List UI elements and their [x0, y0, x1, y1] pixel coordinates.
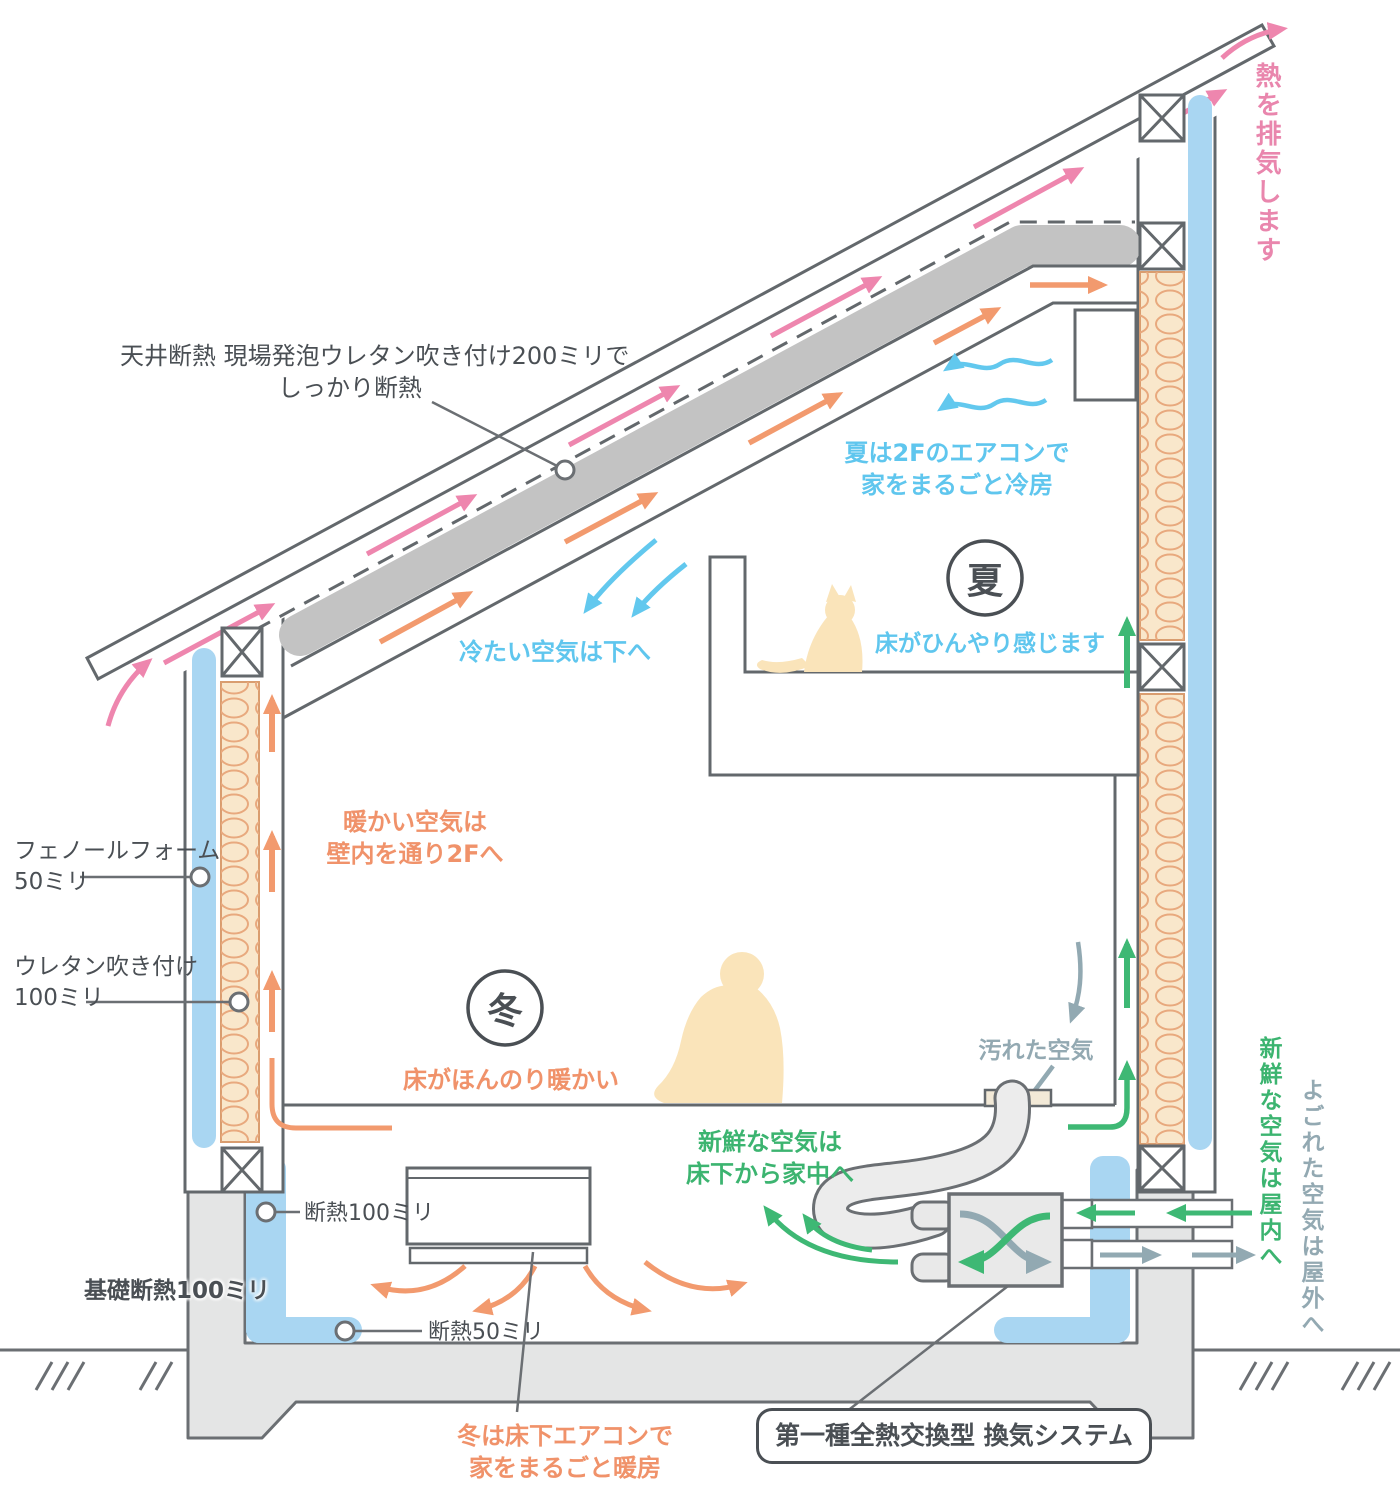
flex-duct [812, 1079, 1032, 1250]
ceiling-insulation-note: 天井断熱 現場発泡ウレタン吹き付け200ミリで しっかり断熱 [120, 342, 630, 403]
wall-pipes [1076, 1198, 1256, 1270]
right-exterior-insulation-strip [1188, 95, 1212, 1150]
foundation-insulation-label: 基礎断熱100ミリ [84, 1278, 271, 1304]
callout-dots [189, 459, 576, 1342]
roof-inner-line [290, 264, 1138, 668]
left-wall-stud-blocks [220, 626, 264, 1194]
roof [84, 22, 1290, 727]
fresh-underfloor-note: 新鮮な空気は 床下から家中へ [686, 1128, 854, 1189]
dirty-air-flow [1019, 941, 1086, 1116]
cold-air-down-arrows-icon [583, 538, 688, 618]
underfloor-to-wall-flow-icon [269, 1058, 392, 1131]
roof-urethane-insulation [279, 225, 1141, 656]
urethane-label: ウレタン吹き付け 100ミリ [14, 954, 198, 1012]
underfloor-fresh-flow-icon [1068, 1060, 1136, 1130]
dirty-air-label: 汚れた空気 [978, 1038, 1094, 1064]
ridge-exhaust-arrow-icon [1220, 22, 1288, 60]
cool-air-wave-icon [943, 352, 1054, 372]
second-floor-slab [708, 555, 1140, 777]
cold-air-down-label: 冷たい空気は下へ [459, 638, 651, 666]
child-silhouette [654, 952, 784, 1103]
winter-heating-note: 冬は床下エアコンで 家をまるごと暖房 [457, 1422, 673, 1483]
warm-air-fan-arrows-icon [370, 1260, 748, 1316]
phenol-foam-label: フェノールフォーム 50ミリ [14, 838, 221, 896]
right-wall-stud-blocks [1138, 93, 1186, 1192]
fresh-air-supply-arrows-icon [763, 1205, 899, 1265]
summer-floor-note: 床がひんやり感じます [875, 631, 1105, 657]
fresh-cross-flow-icon [958, 1212, 1051, 1274]
cat-silhouette [756, 584, 863, 673]
right-wall-layers [1138, 93, 1212, 1192]
roof-warm-air-arrows-icon [378, 276, 1108, 645]
winter-badge: 冬 [486, 991, 523, 1032]
ventilation-system-label: 第一種全熱交換型 換気システム [756, 1408, 1152, 1464]
winter-badge-circle [466, 969, 544, 1047]
dirty-air-arrow-icon [1068, 941, 1086, 1024]
foundation-insulation-left [246, 1156, 362, 1343]
roof-deck [84, 22, 1277, 682]
summer-badge-circle [946, 539, 1024, 617]
floor-insulation-50-label: 断熱50ミリ [428, 1320, 544, 1345]
heat-exchanger-unit [910, 1192, 1094, 1288]
ceiling-line [282, 301, 1138, 720]
eave-intake-arrow-icon [105, 658, 153, 727]
summer-ac-note: 夏は2Fのエアコンで 家をまるごと冷房 [844, 439, 1070, 500]
summer-badge: 夏 [966, 561, 1003, 602]
fresh-air-indoor-label: 新鮮な空気は屋内へ [1255, 1036, 1282, 1270]
winter-floor-note: 床がほんのり暖かい [403, 1066, 619, 1094]
warm-air-wall-note: 暖かい空気は 壁内を通り2Fへ [326, 808, 504, 869]
ground-hatch-icon [34, 1361, 1392, 1391]
floor-insulation-100-label: 断熱100ミリ [304, 1201, 434, 1226]
underfloor-ac-unit [370, 1166, 748, 1316]
dirty-air-outdoor-label: よごれた空気は屋外へ [1297, 1078, 1324, 1338]
cool-air-wave-icon [937, 392, 1048, 412]
phenol-foam-strip [192, 648, 216, 1148]
heat-exhaust-label: 熱を排気します [1251, 62, 1282, 265]
roof-membrane-dashed [254, 220, 1135, 632]
ac-unit-2f [937, 308, 1138, 412]
leader-lines [80, 400, 1009, 1413]
left-wall-layers [192, 626, 392, 1194]
